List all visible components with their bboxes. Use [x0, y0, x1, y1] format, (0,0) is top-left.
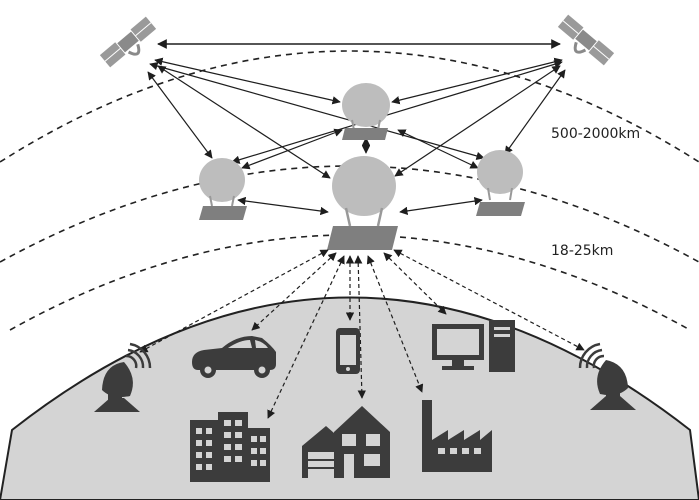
satellite-icon	[557, 14, 615, 66]
balloon-ground-links	[139, 249, 585, 419]
phone-icon	[336, 328, 360, 374]
computer-icon	[432, 320, 515, 372]
house-icon	[302, 406, 390, 478]
balloon-balloon-links	[237, 128, 483, 216]
satellite-icon	[99, 16, 157, 68]
ground-station-icon	[578, 342, 636, 410]
balloon-icon	[342, 83, 390, 140]
balloon-icon	[199, 158, 247, 220]
car-icon	[192, 336, 276, 378]
factory-icon	[422, 400, 492, 472]
balloon-icon	[327, 156, 398, 250]
balloon-icon	[476, 150, 525, 216]
apartment-building-icon	[190, 412, 270, 482]
altitude-label-lower: 18-25km	[551, 243, 614, 259]
altitude-label-upper: 500-2000km	[551, 126, 641, 142]
orbit-arc-outer	[0, 50, 699, 163]
ground-station-icon	[94, 342, 152, 412]
